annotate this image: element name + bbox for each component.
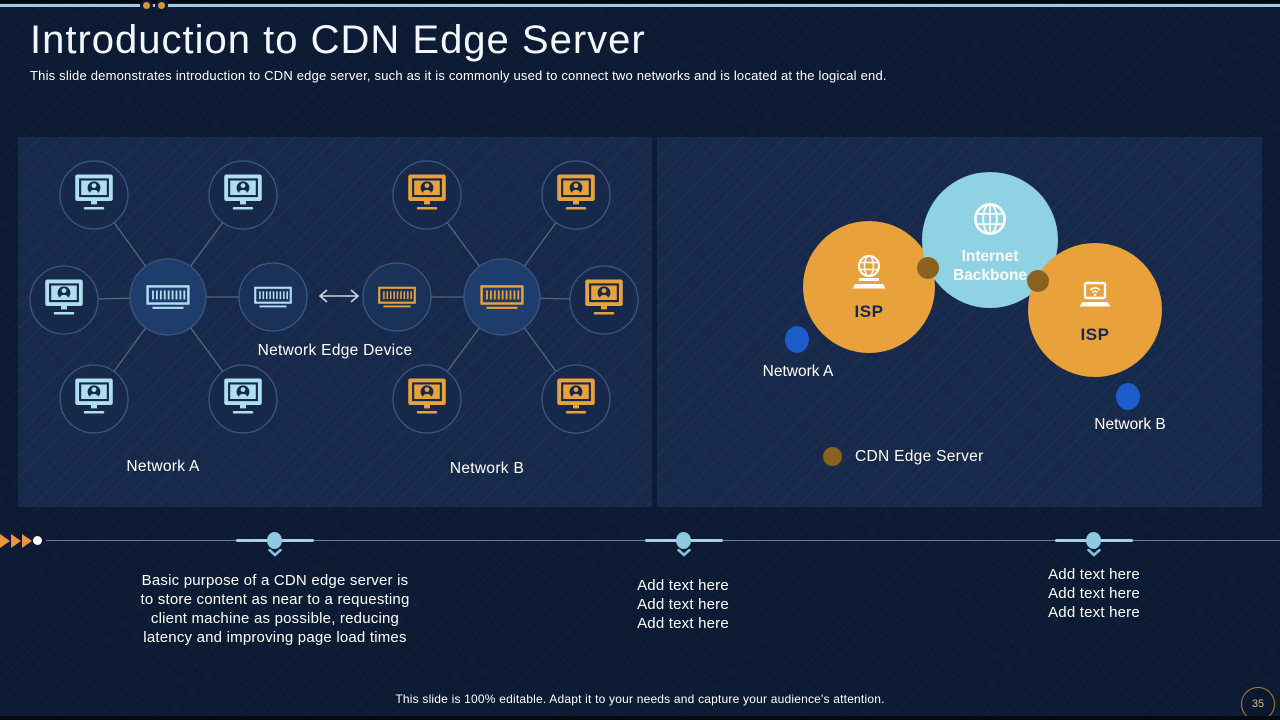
timeline-arrows-icon (0, 534, 32, 548)
text-line: Add text here (1048, 566, 1140, 583)
network-b-nodes (362, 160, 639, 434)
cdn-edge-server-dot (1027, 270, 1049, 292)
chevron-down-icon (677, 549, 691, 557)
bottom-border-strip (0, 716, 1280, 720)
network-a-label: Network A (126, 458, 200, 475)
timeline-node-dot (1086, 532, 1101, 549)
network-a-nodes (29, 160, 308, 434)
page-number-badge: 35 (1241, 687, 1275, 720)
laptop-wifi-icon (1073, 275, 1117, 319)
inter-network-arrow (318, 289, 360, 303)
text-line: Basic purpose of a CDN edge server is (141, 572, 409, 589)
legend-label: CDN Edge Server (855, 447, 984, 465)
text-line: latency and improving page load times (143, 629, 407, 646)
timeline-text-placeholder[interactable]: Add text here Add text here Add text her… (563, 576, 803, 633)
accent-dot (158, 2, 165, 9)
timeline-node-dot (676, 532, 691, 549)
text-line: Add text here (1048, 585, 1140, 602)
network-b-label: Network B (449, 460, 525, 477)
cdn-edge-server-dot (917, 257, 939, 279)
chevron-down-icon (268, 549, 282, 557)
legend: CDN Edge Server (823, 447, 984, 466)
text-line: Add text here (637, 615, 729, 632)
isp-right-label: ISP (1080, 325, 1110, 344)
backbone-label: Internet Backbone (952, 247, 1028, 284)
network-diagram-panel: Network Edge Device Network A Network B (18, 137, 652, 507)
network-diagram (29, 160, 639, 434)
footer-note: This slide is 100% editable. Adapt it to… (395, 692, 885, 706)
top-accent-line (0, 4, 1280, 7)
globe-laptop-icon (847, 252, 891, 296)
edge-device-label: Network Edge Device (257, 342, 413, 359)
text-line: client machine as possible, reducing (150, 610, 400, 627)
globe-icon (974, 202, 1006, 235)
chevron-down-icon (1087, 549, 1101, 557)
slide-subtitle[interactable]: This slide demonstrates introduction to … (30, 68, 887, 83)
timeline-node-dot (267, 532, 282, 549)
text-line: Add text here (637, 596, 729, 613)
isp-left-label: ISP (854, 302, 884, 321)
network-b-dot (1116, 383, 1140, 410)
timeline-text-basic-purpose[interactable]: Basic purpose of a CDN edge server is to… (125, 571, 425, 647)
legend-dot-icon (823, 447, 842, 466)
isp-diagram-panel: ISP Internet Backbone ISP Network A Netw… (657, 137, 1262, 507)
timeline-text-placeholder[interactable]: Add text here Add text here Add text her… (974, 565, 1214, 622)
network-a-label: Network A (762, 363, 834, 380)
text-line: Add text here (1048, 604, 1140, 621)
text-line: to store content as near to a requesting (140, 591, 410, 608)
timeline-start-dot (33, 536, 42, 545)
network-a-dot (785, 326, 809, 353)
isp-right-circle: ISP (1028, 243, 1162, 377)
text-line: Add text here (637, 577, 729, 594)
slide-title[interactable]: Introduction to CDN Edge Server (30, 18, 646, 62)
accent-dot (143, 2, 150, 9)
top-border-strip (0, 0, 1280, 3)
page-number: 35 (1251, 698, 1265, 710)
network-b-label: Network B (1094, 416, 1166, 433)
isp-left-circle: ISP (803, 221, 935, 353)
